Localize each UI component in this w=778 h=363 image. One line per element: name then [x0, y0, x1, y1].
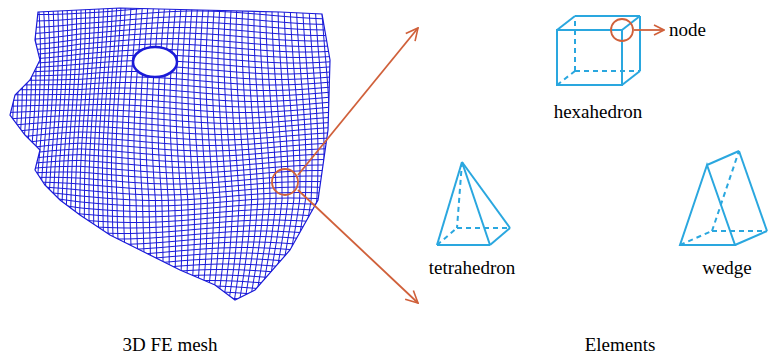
mesh-line: [52, 0, 63, 310]
shape-label: tetrahedron: [429, 257, 516, 279]
mesh-line: [0, 292, 340, 303]
mesh-line: [48, 0, 59, 310]
fe-mesh: [0, 0, 340, 310]
shape-label: 3D FE mesh: [123, 334, 218, 356]
mesh-line: [233, 0, 246, 310]
mesh-line: [280, 0, 300, 310]
hexahedron-shape: [557, 16, 640, 85]
wedge-shape: [680, 151, 767, 245]
node-marker: [611, 19, 633, 41]
shape-label: wedge: [702, 257, 752, 279]
leader-line: [634, 29, 664, 31]
mesh-line: [122, 0, 131, 310]
mesh-line: [212, 0, 221, 310]
mesh-line: [0, 0, 9, 310]
mesh-line: [0, 281, 340, 292]
mesh-line: [140, 0, 148, 310]
group-caption: Elements: [585, 334, 656, 356]
mesh-line: [21, 0, 32, 310]
mesh-line: [0, 182, 340, 190]
mesh-line: [61, 0, 72, 310]
mesh-line: [3, 0, 13, 310]
mesh-line: [0, 234, 340, 245]
mesh-line: [188, 0, 194, 310]
element-group: 3D FE mesh: [0, 0, 300, 363]
mesh-line: [25, 0, 36, 310]
mesh-line: [71, 0, 81, 310]
mesh-line: [57, 0, 68, 310]
mesh-line: [291, 0, 312, 310]
mesh-line: [66, 0, 77, 310]
mesh-line: [0, 194, 340, 206]
mesh-line: [134, 0, 143, 310]
mesh-outline: [10, 8, 330, 300]
mesh-line: [194, 0, 201, 310]
element-group: hexahedron: [418, 22, 658, 122]
callout-label: node: [669, 19, 706, 41]
mesh-line: [308, 0, 330, 310]
mesh-line: [128, 0, 137, 310]
mesh-line: [12, 0, 22, 310]
mesh-line: [302, 0, 324, 310]
mesh-line: [75, 0, 85, 310]
mesh-line: [0, 297, 340, 307]
mesh-line: [17, 0, 28, 310]
zoom-arrow: [298, 190, 418, 303]
element-group: tetrahedron: [418, 150, 548, 310]
mesh-line: [182, 0, 188, 310]
mesh-line: [80, 0, 90, 310]
mesh-line: [170, 0, 176, 310]
zoom-arrow: [298, 28, 418, 175]
mesh-line: [116, 0, 126, 310]
mesh-line: [176, 0, 182, 310]
mesh-line: [0, 241, 340, 250]
mesh-line: [243, 0, 257, 310]
mesh-line: [286, 0, 306, 310]
zoom-circle: [272, 169, 298, 195]
mesh-line: [217, 0, 227, 310]
mesh-line: [238, 0, 252, 310]
mesh-line: [0, 253, 340, 261]
mesh-line: [0, 275, 340, 285]
eye-hole: [133, 47, 177, 77]
shape-label: hexahedron: [554, 101, 643, 123]
mesh-line: [0, 286, 340, 297]
mesh-line: [8, 0, 18, 310]
mesh-line: [0, 270, 340, 279]
mesh-line: [227, 0, 239, 310]
mesh-line: [222, 0, 233, 310]
mesh-line: [0, 0, 340, 8]
element-group: wedge: [652, 150, 774, 280]
tetrahedron-shape: [437, 162, 510, 245]
